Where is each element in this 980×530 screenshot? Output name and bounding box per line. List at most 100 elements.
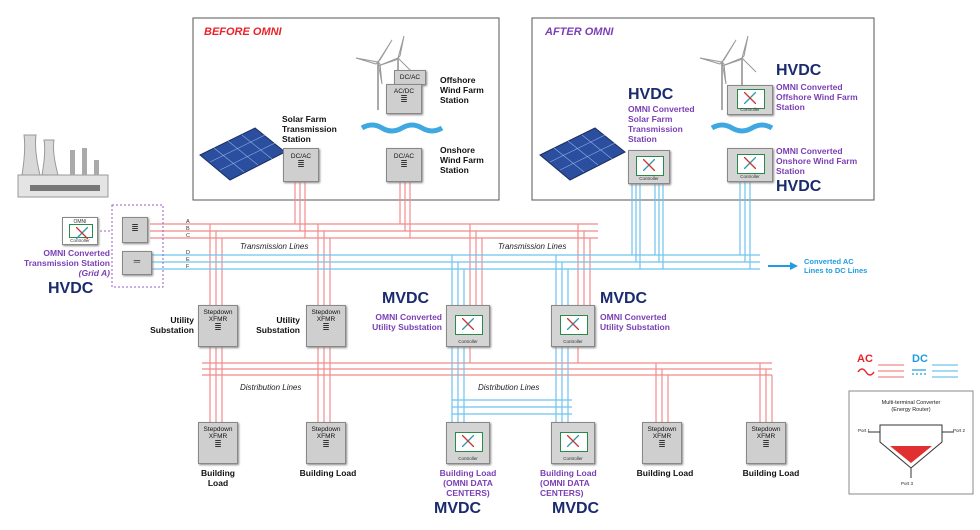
line-letter-e: E [186,257,190,263]
omni-datacenter-1: Controller [446,422,490,464]
coil-icon: ≣ [214,322,222,332]
transmission-dc-lines [150,182,760,305]
line-letter-f: F [186,264,190,270]
omni-utility-substation-2: Controller [551,305,595,347]
building-load-label-2: Building Load [299,468,357,478]
water-waves [360,122,774,134]
controller-tag: Controller [563,339,583,344]
grid-ac-transformer: ≣ [122,217,148,243]
onshore-dcac-label: DC/AC [393,153,415,160]
controller-chip-label: Controller [70,238,90,243]
onshore-dcac-box: DC/AC ≣ [386,148,422,182]
stepdown-label: Stepdown XFMR [203,426,233,440]
omni-chip-label: OMNI [73,219,87,225]
transmission-lines-label-right: Transmission Lines [498,242,567,251]
solar-dcac-box: DC/AC ≣ [283,148,319,182]
stepdown-label: Stepdown XFMR [203,309,233,323]
building-xfmr-3: Stepdown XFMR ≣ [642,422,682,464]
omni-load-label-2: Building Load (OMNI DATA CENTERS) [540,468,597,498]
offshore-dcac-box: DC/AC [394,70,426,85]
building-xfmr-1: Stepdown XFMR ≣ [198,422,238,464]
coil-icon: ≣ [762,439,770,449]
mvdc-substation-label-2: MVDC [600,290,648,307]
omni-datacenter-2: Controller [551,422,595,464]
legend-lines [857,364,958,378]
building-xfmr-2: Stepdown XFMR ≣ [306,422,346,464]
building-load-label-1: Building Load [201,468,235,488]
mvdc-substation-label-1: MVDC [382,290,430,307]
stepdown-label: Stepdown XFMR [647,426,677,440]
utility-substation-label-2: Utility Substation [256,315,300,335]
hvdc-solar-label: HVDC [628,86,674,103]
coil-icon: ≣ [400,94,408,104]
coil-icon: ≣ [297,159,305,169]
coil-icon: ≣ [214,439,222,449]
omni-solar-label: OMNI Converted Solar Farm Transmission S… [628,104,695,144]
mvdc-load-label-1: MVDC [434,500,482,517]
omni-utility-label-1: OMNI Converted Utility Substation [372,312,442,332]
controller-tag: Controller [639,176,659,181]
distribution-lines-label-left: Distribution Lines [240,383,302,392]
onshore-station-label: Onshore Wind Farm Station [440,145,484,175]
solar-station-label: Solar Farm Transmission Station [282,114,337,144]
dc-converter-icon: ═ [133,256,141,266]
transmission-ac-lines [150,180,598,305]
power-plant-illustration [17,134,109,198]
offshore-acdc-label: AC/DC [393,88,415,95]
offshore-station-label: Offshore Wind Farm Station [440,75,484,105]
distribution-ac-lines [202,345,773,422]
stepdown-label: Stepdown XFMR [311,309,341,323]
omni-solar-converter: Controller [628,150,670,184]
distribution-dc-lines [451,345,572,422]
before-omni-title: BEFORE OMNI [204,26,282,38]
mtc-port1: Port 1 [858,428,871,433]
legend-ac-label: AC [857,353,873,365]
solar-panels-before [199,127,286,181]
omni-load-label-1: Building Load (OMNI DATA CENTERS) [439,468,497,498]
omni-onshore-converter: Controller [727,148,773,182]
hvdc-onshore-label: HVDC [776,178,822,195]
utility-substation-xfmr-2: Stepdown XFMR ≣ [306,305,346,347]
controller-tag: Controller [740,107,760,112]
utility-substation-xfmr-1: Stepdown XFMR ≣ [198,305,238,347]
converted-note: Converted AC Lines to DC Lines [804,257,868,275]
hvdc-offshore-label: HVDC [776,62,822,79]
transmission-lines-label-left: Transmission Lines [240,242,309,251]
grid-hvdc-label: HVDC [48,280,94,297]
converted-arrow-head [790,262,798,270]
omni-offshore-label: OMNI Converted Offshore Wind Farm Statio… [776,82,858,112]
grid-station-outline [111,204,164,288]
after-omni-title: AFTER OMNI [545,26,614,38]
controller-tag: Controller [740,174,760,179]
building-load-label-4: Building Load [742,468,800,478]
omni-utility-substation-1: Controller [446,305,490,347]
mtc-port2: Port 2 [953,428,966,433]
omni-offshore-converter: Controller [727,85,773,115]
stepdown-label: Stepdown XFMR [751,426,781,440]
coil-icon: ≣ [400,159,408,169]
line-letter-a: A [186,219,190,225]
controller-tag: Controller [458,456,478,461]
mvdc-load-label-2: MVDC [552,500,600,517]
grid-station-sublabel: (Grid A) [78,268,110,278]
coil-icon: ≣ [131,223,139,233]
coil-icon: ≣ [658,439,666,449]
stepdown-label: Stepdown XFMR [311,426,341,440]
offshore-acdc-box: AC/DC ≣ [386,84,422,114]
grid-omni-chip: OMNI Controller [62,217,98,245]
grid-station-label: OMNI Converted Transmission Station [24,248,110,268]
utility-substation-label-1: Utility Substation [150,315,194,335]
grid-dc-converter: ═ [122,251,152,275]
legend-dc-label: DC [912,353,928,365]
controller-tag: Controller [563,456,583,461]
solar-panels-after [539,127,626,181]
mtc-red-section [890,446,932,463]
line-letter-b: B [186,226,190,232]
line-letter-c: C [186,233,190,239]
omni-onshore-label: OMNI Converted Onshore Wind Farm Station [776,146,858,176]
omni-utility-label-2: OMNI Converted Utility Substation [600,312,670,332]
building-xfmr-4: Stepdown XFMR ≣ [746,422,786,464]
after-omni-panel [531,17,875,201]
solar-dcac-label: DC/AC [290,153,312,160]
